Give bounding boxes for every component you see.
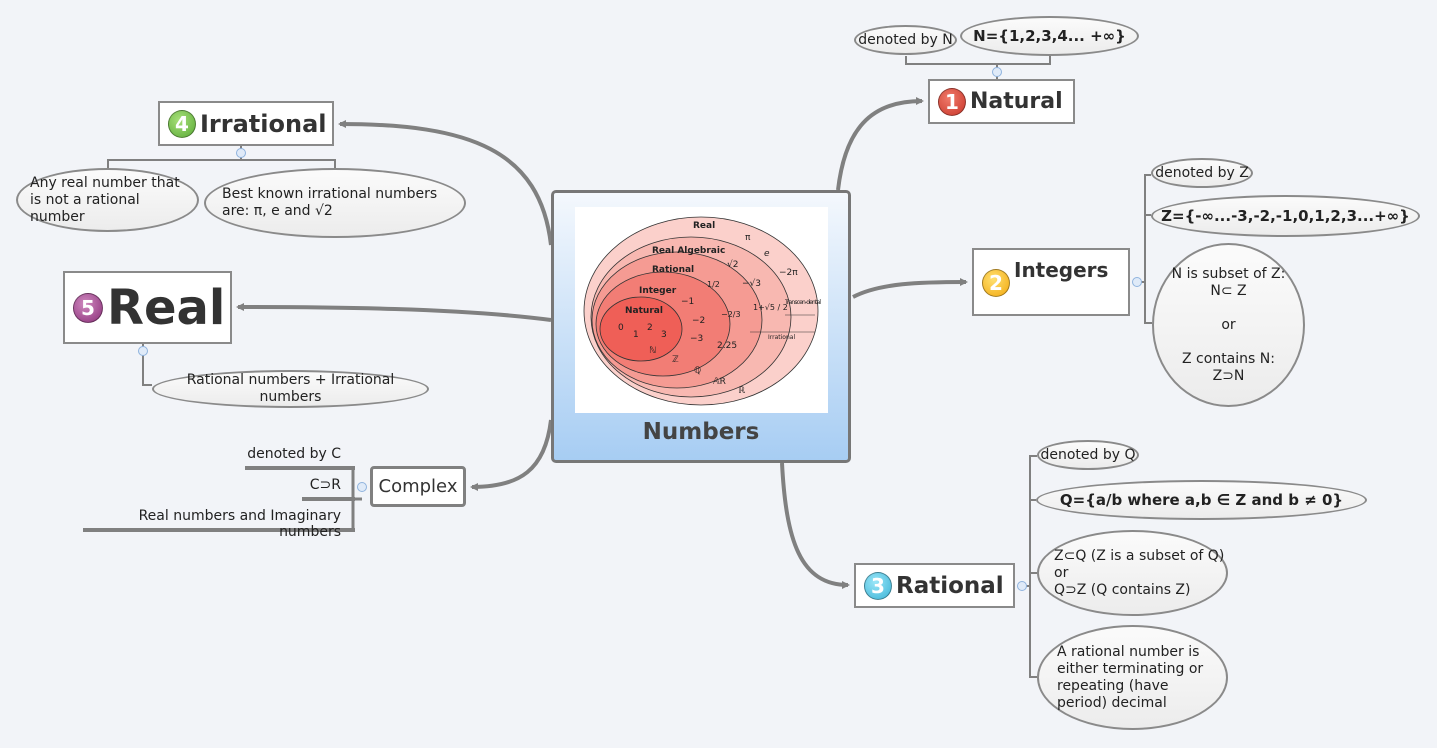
topic-label: Real [107, 279, 226, 336]
value-half: 1/2 [707, 280, 720, 289]
link-rational [780, 462, 850, 589]
subset-line: N⊂ Z [1210, 282, 1247, 299]
link-real [236, 303, 552, 322]
link-complex [470, 419, 553, 491]
real-definition: Rational numbers + Irrational numbers [152, 370, 429, 408]
collapse-toggle[interactable] [357, 482, 367, 492]
value-neg-two-thirds: −2/3 [721, 310, 741, 319]
complex-definition: Real numbers and Imaginary numbers [83, 508, 355, 540]
rational-denoted: denoted by Q [1037, 440, 1139, 470]
integers-set: Z={-∞...-3,-2,-1,0,1,2,3...+∞} [1151, 195, 1420, 237]
topic-integers[interactable]: 2 Integers [972, 248, 1130, 316]
subset-line: Q⊃Z (Q contains Z) [1054, 581, 1191, 598]
value-3: 3 [661, 330, 667, 340]
value-0: 0 [618, 323, 624, 333]
topic-label: Integers [1014, 258, 1109, 282]
topic-label: Irrational [200, 109, 327, 138]
complex-superset: C⊃R [302, 477, 355, 501]
symbol-Z: ℤ [672, 355, 679, 365]
natural-set: N={1,2,3,4... +∞} [960, 16, 1139, 56]
topic-label: Natural [970, 89, 1063, 114]
decimal-text: A rational number is either terminating … [1057, 643, 1204, 711]
collapse-toggle[interactable] [992, 67, 1002, 77]
collapse-toggle[interactable] [1132, 277, 1142, 287]
symbol-A: 𝔸R [713, 377, 726, 387]
label-irrational: Irrational [768, 334, 795, 341]
subset-line: or [1221, 316, 1236, 333]
rational-subset: Z⊂Q (Z is a subset of Q) or Q⊃Z (Q conta… [1037, 530, 1228, 616]
examples-text: Best known irrational numbers are: π, e … [222, 186, 438, 219]
subset-line: Z⊂Q (Z is a subset of Q) [1054, 547, 1225, 564]
number-1-icon: 1 [938, 87, 966, 116]
value-neg-2pi: −2π [779, 268, 798, 278]
rational-decimal: A rational number is either terminating … [1037, 625, 1228, 730]
topic-label: Rational [896, 572, 1004, 599]
label-real: Real [693, 221, 715, 231]
subset-line: or [1054, 564, 1069, 581]
value-neg2: −2 [692, 316, 705, 326]
label-rational: Rational [652, 265, 694, 275]
natural-denoted: denoted by N [854, 25, 957, 55]
subset-line: N is subset of Z: [1171, 265, 1286, 282]
topic-label: Complex [378, 476, 458, 497]
topic-real[interactable]: 5 Real [63, 271, 232, 344]
topic-complex[interactable]: Complex [370, 466, 466, 507]
topic-irrational[interactable]: 4 Irrational [158, 101, 334, 146]
label-real-algebraic: Real Algebraic [652, 246, 725, 256]
value-golden: 1+√5 / 2 [753, 303, 788, 312]
irrational-examples: Best known irrational numbers are: π, e … [204, 168, 466, 238]
complex-denoted: denoted by C [245, 446, 355, 470]
number-2-icon: 2 [982, 269, 1010, 297]
collapse-toggle[interactable] [236, 148, 246, 158]
number-3-icon: 3 [864, 571, 892, 600]
link-natural [836, 97, 924, 191]
symbol-Q: ℚ [694, 366, 701, 376]
value-neg1: −1 [681, 297, 694, 307]
central-topic[interactable]: Real Real Algebraic Rational Integer Nat… [551, 190, 851, 463]
collapse-toggle[interactable] [138, 346, 148, 356]
link-integers [852, 278, 968, 299]
value-1: 1 [633, 330, 639, 340]
label-integer: Integer [639, 286, 677, 296]
rational-set: Q={a/b where a,b ∈ Z and b ≠ 0} [1036, 480, 1367, 520]
symbol-N: ℕ [649, 346, 656, 356]
collapse-toggle[interactable] [1017, 581, 1027, 591]
value-pi: π [745, 233, 751, 243]
label-natural: Natural [625, 306, 663, 316]
integers-subset: N is subset of Z: N⊂ Z or Z contains N: … [1152, 243, 1305, 407]
subset-line: Z contains N: [1182, 350, 1275, 367]
symbol-R: ℝ [738, 386, 746, 396]
value-2: 2 [647, 323, 653, 333]
subset-line: Z⊃N [1212, 367, 1245, 384]
value-e: e [764, 249, 770, 259]
value-sqrt2: √2 [727, 259, 738, 270]
value-neg-sqrt3: −√3 [742, 278, 761, 289]
number-sets-diagram: Real Real Algebraic Rational Integer Nat… [575, 207, 828, 413]
topic-rational[interactable]: 3 Rational [854, 563, 1015, 608]
irrational-definition: Any real number that is not a rational n… [16, 168, 199, 232]
number-5-icon: 5 [73, 292, 103, 323]
label-transcendental: Transcen-dental [784, 299, 821, 306]
central-title: Numbers [642, 419, 760, 445]
integers-denoted: denoted by Z [1151, 158, 1253, 188]
value-2-25: 2.25 [717, 341, 737, 351]
value-neg3: −3 [690, 334, 703, 344]
number-4-icon: 4 [168, 109, 196, 138]
definition-text: Any real number that is not a rational n… [30, 174, 180, 225]
link-irrational [338, 120, 553, 246]
topic-natural[interactable]: 1 Natural [928, 79, 1075, 124]
